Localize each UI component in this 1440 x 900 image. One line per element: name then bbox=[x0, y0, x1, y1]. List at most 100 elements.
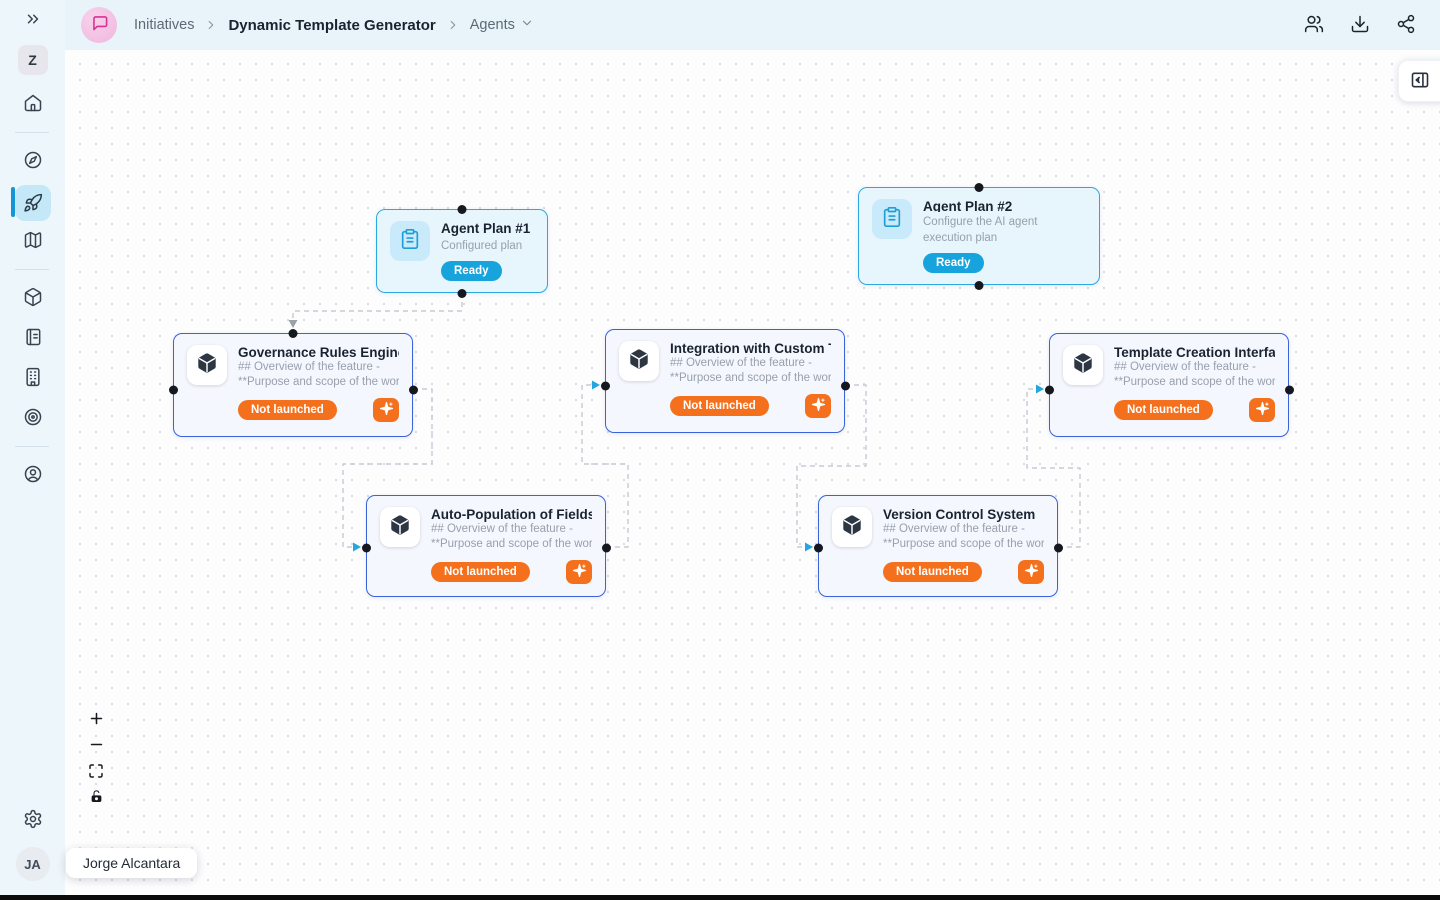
connection-handle-right[interactable] bbox=[408, 385, 418, 395]
sidebar: Z JA bbox=[0, 0, 65, 900]
connection-handle-left[interactable] bbox=[361, 543, 371, 553]
cube-icon bbox=[196, 352, 218, 379]
connection-handle-left[interactable] bbox=[600, 381, 610, 391]
node-icon-tile bbox=[380, 507, 420, 547]
status-badge: Not launched bbox=[431, 561, 530, 582]
node-title: Auto-Population of Fields bbox=[431, 507, 592, 522]
connection-handle-left[interactable] bbox=[1044, 385, 1054, 395]
gear-icon bbox=[23, 809, 43, 829]
app-logo[interactable] bbox=[81, 7, 117, 43]
node-title: Integration with Custom Te… bbox=[670, 341, 831, 356]
sidebar-item-notebook[interactable] bbox=[23, 327, 43, 347]
edge-layer bbox=[288, 293, 1081, 552]
node-title: Agent Plan #2 bbox=[923, 199, 1013, 213]
cube-icon bbox=[1072, 352, 1094, 379]
share-button[interactable] bbox=[1396, 14, 1416, 37]
node-content: Integration with Custom Te… ## Overview … bbox=[670, 341, 831, 421]
node-governance-rules-engine[interactable]: Governance Rules Engine ## Overview of t… bbox=[168, 328, 418, 437]
sparkles-icon bbox=[572, 563, 587, 581]
status-badge: Ready bbox=[441, 261, 502, 281]
connection-handle-top[interactable] bbox=[974, 182, 984, 192]
node-icon-tile bbox=[1063, 345, 1103, 385]
connection-handle-right[interactable] bbox=[601, 543, 611, 553]
chat-bubble-icon bbox=[90, 13, 109, 37]
node-auto-population-of-fields[interactable]: Auto-Population of Fields ## Overview of… bbox=[361, 495, 611, 597]
status-badge: Not launched bbox=[883, 561, 982, 582]
node-badge-row: Not launched bbox=[431, 559, 592, 584]
sidebar-divider bbox=[15, 269, 49, 270]
edge-arrowhead bbox=[592, 380, 600, 390]
rocket-icon bbox=[23, 193, 43, 213]
expand-sidebar-button[interactable] bbox=[24, 10, 42, 28]
ai-sparkle-button[interactable] bbox=[566, 559, 592, 584]
clipboard-icon bbox=[881, 206, 903, 233]
ai-sparkle-button[interactable] bbox=[1249, 397, 1275, 422]
node-icon-tile bbox=[872, 199, 912, 239]
box-icon bbox=[23, 287, 43, 307]
node-version-control-system[interactable]: Version Control System ## Overview of th… bbox=[813, 495, 1063, 597]
user-initials: JA bbox=[24, 856, 41, 872]
sidebar-item-profile[interactable] bbox=[23, 464, 43, 484]
minus-icon bbox=[88, 736, 105, 756]
node-description-line: **Purpose and scope of the work… bbox=[1114, 376, 1275, 389]
user-name: Jorge Alcantara bbox=[83, 855, 181, 871]
connection-handle-left[interactable] bbox=[813, 543, 823, 553]
connection-handle-bottom[interactable] bbox=[457, 288, 467, 298]
connection-handle-right[interactable] bbox=[840, 381, 850, 391]
node-title: Version Control System bbox=[883, 507, 1036, 522]
panel-right-icon bbox=[1410, 70, 1430, 93]
connection-handle-bottom[interactable] bbox=[974, 280, 984, 290]
connection-handle-right[interactable] bbox=[1053, 543, 1063, 553]
sidebar-item-goals[interactable] bbox=[23, 407, 43, 427]
download-icon bbox=[1350, 14, 1370, 37]
breadcrumb-initiatives[interactable]: Initiatives bbox=[134, 17, 195, 33]
building-icon bbox=[23, 367, 43, 387]
connection-handle-left[interactable] bbox=[168, 385, 178, 395]
canvas[interactable]: Agent Plan #1 Configured plan Ready Agen… bbox=[65, 50, 1440, 900]
sidebar-item-home[interactable] bbox=[23, 93, 43, 113]
node-description-line: ## Overview of the feature - bbox=[238, 361, 380, 373]
sidebar-item-organization[interactable] bbox=[23, 367, 43, 387]
download-button[interactable] bbox=[1350, 14, 1370, 37]
status-badge: Ready bbox=[923, 253, 984, 273]
edge-agent-plan-1-to-governance bbox=[292, 293, 463, 320]
zoom-out-button[interactable] bbox=[83, 734, 109, 758]
sidebar-item-map[interactable] bbox=[23, 230, 43, 250]
breadcrumb-project-title[interactable]: Dynamic Template Generator bbox=[228, 16, 436, 34]
lock-button[interactable] bbox=[83, 786, 109, 810]
node-content: Agent Plan #1 Configured plan Ready bbox=[441, 221, 534, 281]
node-integration-with-custom-templates[interactable]: Integration with Custom Te… ## Overview … bbox=[600, 329, 850, 433]
node-content: Auto-Population of Fields ## Overview of… bbox=[431, 507, 592, 585]
workspace-logo[interactable]: Z bbox=[17, 45, 48, 75]
node-agent-plan-2[interactable]: Agent Plan #2 Configure the AI agent exe… bbox=[858, 182, 1100, 290]
members-button[interactable] bbox=[1304, 14, 1324, 37]
node-template-creation-interface[interactable]: Template Creation Interface ## Overview … bbox=[1044, 333, 1294, 437]
node-icon-tile bbox=[390, 221, 430, 261]
connection-handle-top[interactable] bbox=[288, 328, 298, 338]
ai-sparkle-button[interactable] bbox=[1018, 559, 1044, 584]
map-icon bbox=[23, 230, 43, 250]
user-avatar[interactable]: JA bbox=[15, 847, 50, 881]
fit-view-button[interactable] bbox=[83, 760, 109, 784]
sidebar-item-explore[interactable] bbox=[23, 150, 43, 170]
sidebar-item-initiatives-active[interactable] bbox=[14, 185, 51, 221]
settings-button[interactable] bbox=[23, 809, 43, 829]
sparkles-icon bbox=[1024, 563, 1039, 581]
open-side-panel-button[interactable] bbox=[1398, 60, 1440, 102]
sidebar-divider bbox=[15, 446, 49, 447]
node-agent-plan-1[interactable]: Agent Plan #1 Configured plan Ready bbox=[376, 204, 548, 298]
home-icon bbox=[23, 93, 43, 113]
breadcrumb: Initiatives Dynamic Template Generator A… bbox=[134, 16, 534, 34]
breadcrumb-view-selector[interactable]: Agents bbox=[470, 16, 534, 34]
connection-handle-right[interactable] bbox=[1284, 385, 1294, 395]
header-actions bbox=[1304, 14, 1416, 37]
zoom-in-button[interactable] bbox=[83, 708, 109, 732]
ai-sparkle-button[interactable] bbox=[373, 397, 399, 422]
compass-icon bbox=[23, 150, 43, 170]
ai-sparkle-button[interactable] bbox=[805, 393, 831, 418]
sidebar-item-products[interactable] bbox=[23, 287, 43, 307]
fit-view-icon bbox=[88, 763, 104, 782]
edge-arrowhead bbox=[353, 542, 361, 552]
user-name-tooltip: Jorge Alcantara bbox=[66, 848, 198, 878]
connection-handle-top[interactable] bbox=[457, 204, 467, 214]
